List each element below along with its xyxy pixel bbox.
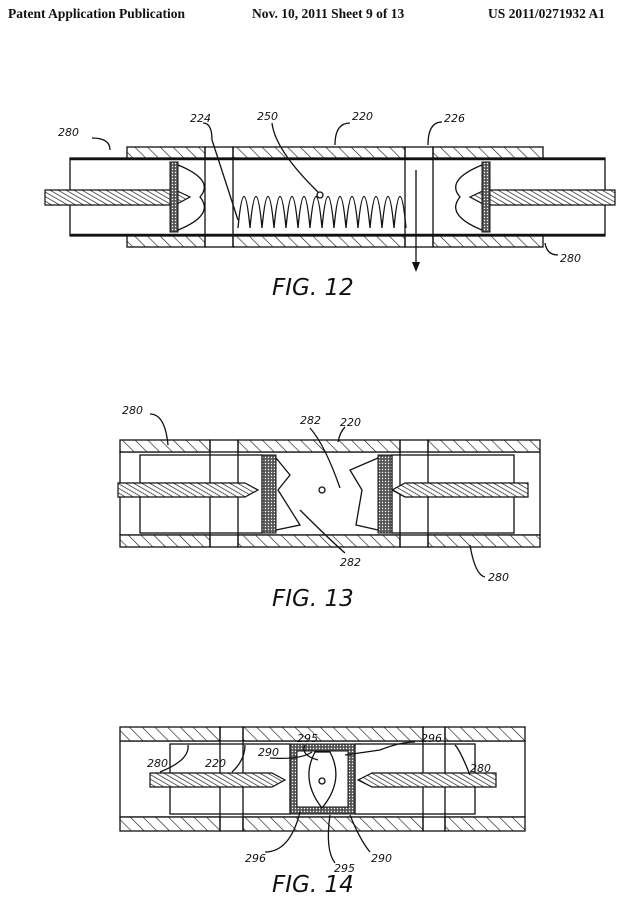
sleeve-wall xyxy=(127,147,205,158)
ref-label: 296 xyxy=(421,732,442,745)
ref-label: 282 xyxy=(300,414,321,427)
ref-label: 280 xyxy=(58,126,79,139)
rod-right xyxy=(470,190,615,205)
ref-label: 290 xyxy=(258,746,279,759)
ref-label: 226 xyxy=(444,112,465,125)
ref-label: 220 xyxy=(340,416,361,429)
ref-label: 282 xyxy=(340,556,361,569)
ref-label: 280 xyxy=(122,404,143,417)
figure-14: 280 220 290 295 296 280 296 295 290 FIG.… xyxy=(120,727,525,898)
ref-label: 295 xyxy=(297,732,318,745)
ref-label: 220 xyxy=(205,757,226,770)
ref-label: 280 xyxy=(488,571,509,584)
ref-label: 280 xyxy=(470,762,491,775)
rod-left xyxy=(45,190,190,205)
ref-label: 290 xyxy=(371,852,392,865)
figure-caption: FIG. 14 xyxy=(272,872,354,898)
ref-label: 280 xyxy=(560,252,581,265)
figure-caption: FIG. 12 xyxy=(272,275,354,301)
figure-12: 280 224 250 220 226 280 FIG. 12 xyxy=(45,110,615,301)
spring-coils xyxy=(238,197,406,229)
figure-caption: FIG. 13 xyxy=(272,586,354,612)
ref-label: 296 xyxy=(245,852,266,865)
ref-label: 250 xyxy=(257,110,278,123)
ref-label: 280 xyxy=(147,757,168,770)
ref-label: 224 xyxy=(190,112,211,125)
ref-label: 220 xyxy=(352,110,373,123)
figure-13: 280 282 220 282 280 FIG. 13 xyxy=(118,404,540,612)
